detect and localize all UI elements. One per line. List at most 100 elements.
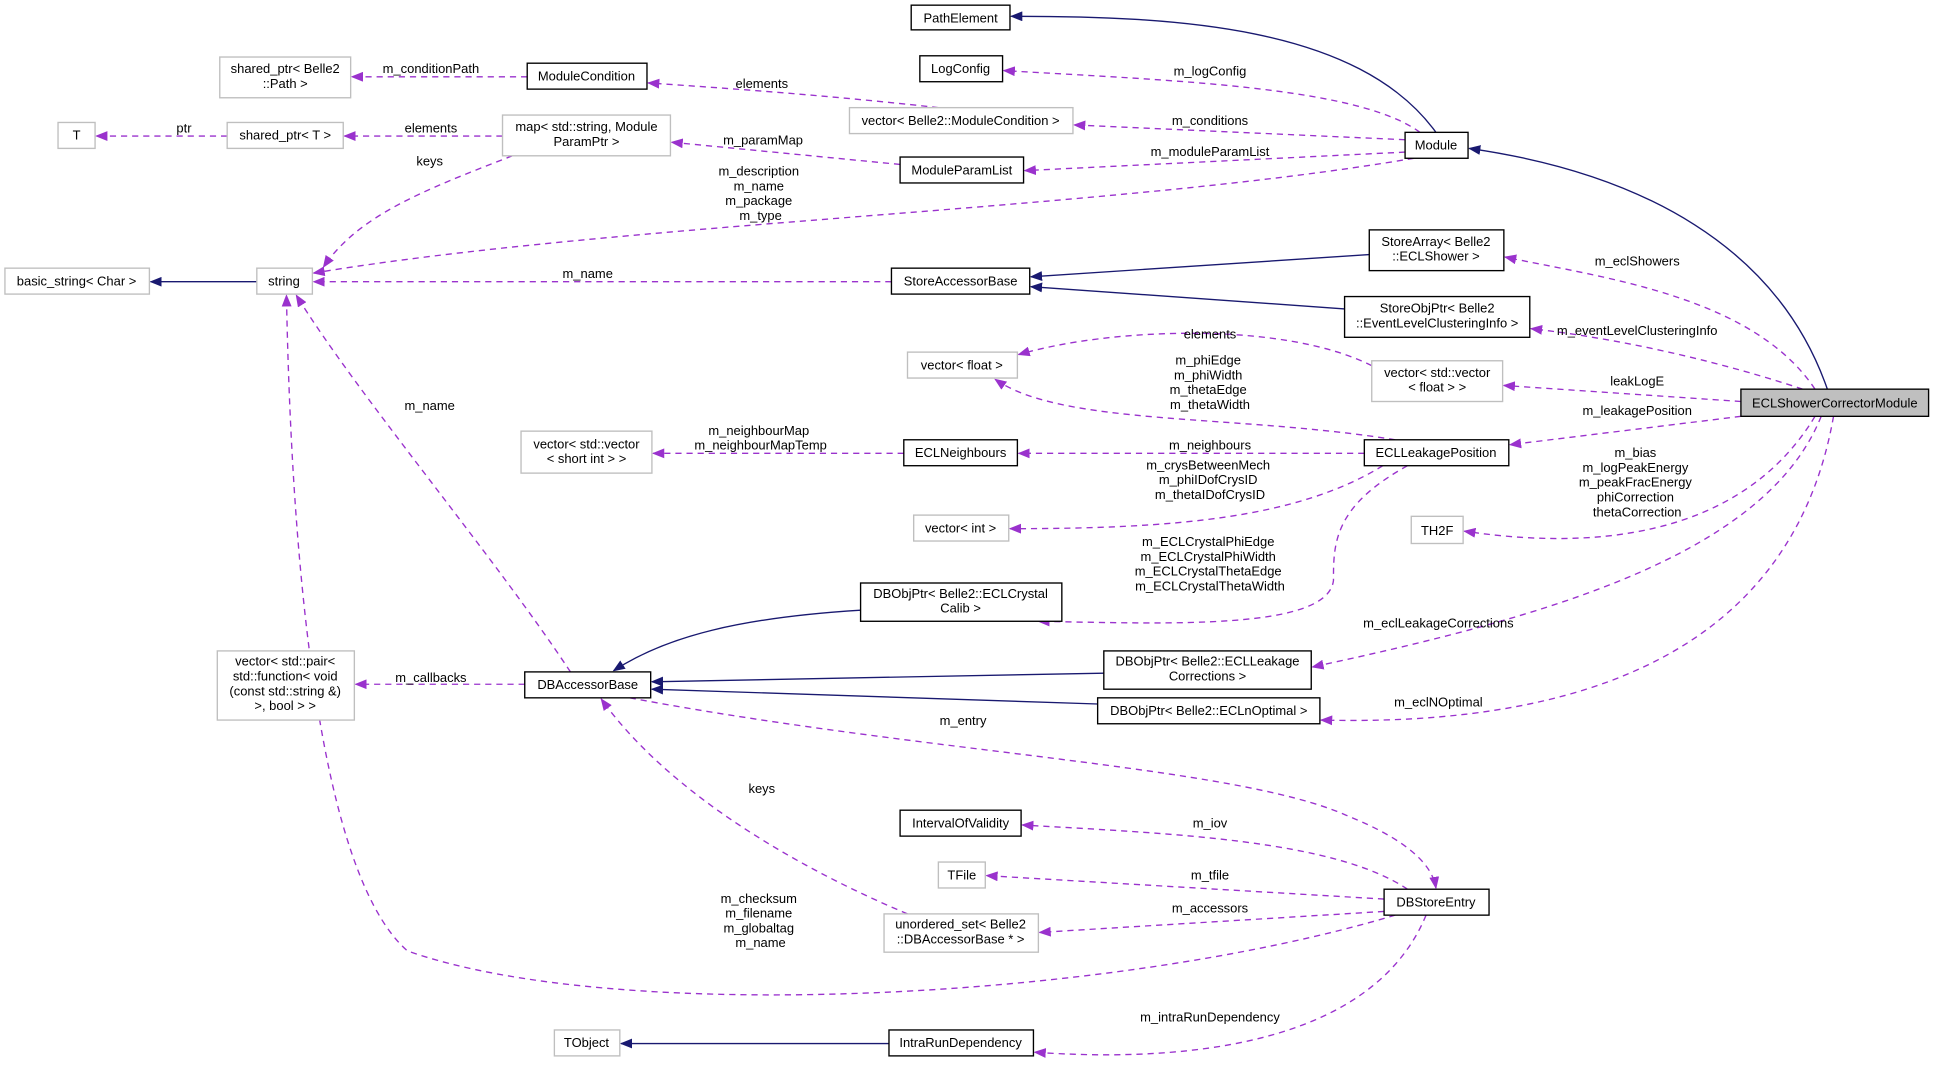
edge-label: m_bias m_logPeakEnergy m_peakFracEnergy …	[1579, 445, 1696, 519]
edge-label: m_paramMap	[723, 133, 803, 148]
edge-label: m_name	[404, 398, 454, 413]
edge-tfile	[985, 871, 1385, 900]
node-module-param-list[interactable]: ModuleParamList	[899, 156, 1025, 184]
svg-text:StoreAccessorBase: StoreAccessorBase	[904, 273, 1018, 288]
node-vector-module-condition[interactable]: vector< Belle2::ModuleCondition >	[848, 106, 1074, 135]
svg-text:vector< float >: vector< float >	[921, 357, 1003, 372]
node-unordered-set[interactable]: unordered_set< Belle2::DBAccessorBase * …	[883, 913, 1040, 953]
edge-module-param-list	[1023, 151, 1406, 176]
svg-text:TH2F: TH2F	[1421, 523, 1453, 538]
svg-text:StoreArray< Belle2::ECLShower: StoreArray< Belle2::ECLShower >	[1381, 234, 1490, 264]
svg-text:ModuleParamList: ModuleParamList	[911, 162, 1012, 177]
edge-leakage-position	[1508, 415, 1742, 449]
node-log-config[interactable]: LogConfig	[919, 55, 1004, 83]
node-path-element[interactable]: PathElement	[910, 4, 1011, 31]
edge-iov	[1021, 820, 1408, 890]
nodes: PathElement LogConfig ModuleCondition sh…	[4, 4, 1930, 1057]
node-interval-of-validity[interactable]: IntervalOfValidity	[899, 809, 1022, 837]
inheritance-edges	[149, 11, 1828, 1049]
edge-set-keys	[600, 698, 908, 915]
svg-text:ECLNeighbours: ECLNeighbours	[915, 445, 1007, 460]
node-vector-pair[interactable]: vector< std::pair<std::function< void(co…	[216, 650, 356, 721]
node-vector-int[interactable]: vector< int >	[912, 514, 1010, 542]
node-string[interactable]: string	[256, 267, 314, 295]
node-db-accessor-base[interactable]: DBAccessorBase	[524, 671, 652, 699]
svg-text:ECLShowerCorrectorModule: ECLShowerCorrectorModule	[1752, 396, 1918, 411]
node-shared-ptr-t[interactable]: shared_ptr< T >	[226, 121, 344, 150]
svg-text:vector< int >: vector< int >	[925, 520, 996, 535]
edge-label: ptr	[176, 120, 192, 135]
edge-leak-vectors	[994, 378, 1396, 441]
edge-th2f	[1463, 415, 1816, 540]
edge-label: m_accessors	[1172, 901, 1249, 916]
svg-text:unordered_set< Belle2::DBAcces: unordered_set< Belle2::DBAccessorBase * …	[895, 917, 1026, 947]
node-store-array[interactable]: StoreArray< Belle2::ECLShower >	[1368, 229, 1505, 272]
edge-label: m_eventLevelClusteringInfo	[1557, 323, 1718, 338]
edge-leakage-dbaccessor	[650, 672, 1104, 687]
node-shared-ptr-path[interactable]: shared_ptr< Belle2::Path >	[219, 56, 352, 99]
svg-text:vector< Belle2::ModuleConditio: vector< Belle2::ModuleCondition >	[862, 113, 1060, 128]
node-store-obj-ptr[interactable]: StoreObjPtr< Belle2::EventLevelClusterin…	[1343, 295, 1531, 338]
edge-label: m_checksum m_filename m_globaltag m_name	[721, 891, 801, 950]
node-dbobjptr-noptimal[interactable]: DBObjPtr< Belle2::ECLnOptimal >	[1096, 697, 1321, 725]
edge-label: m_iov	[1193, 815, 1228, 830]
node-t[interactable]: T	[57, 121, 96, 150]
edge-log-config	[1002, 66, 1421, 133]
svg-text:LogConfig: LogConfig	[931, 61, 990, 76]
node-module[interactable]: Module	[1404, 131, 1469, 159]
svg-text:vector< std::vector< float > >: vector< std::vector< float > >	[1384, 365, 1491, 395]
edge-crystalcalib-dbaccessor	[612, 609, 861, 672]
node-module-condition[interactable]: ModuleCondition	[526, 62, 648, 90]
edge-label: m_eclLeakageCorrections	[1363, 615, 1514, 630]
node-store-accessor-base[interactable]: StoreAccessorBase	[890, 267, 1031, 295]
edge-label: m_ECLCrystalPhiEdge m_ECLCrystalPhiWidth…	[1135, 534, 1285, 593]
svg-text:TObject: TObject	[564, 1035, 610, 1050]
edge-noptimal-dbaccessor	[650, 684, 1098, 705]
node-tfile[interactable]: TFile	[937, 861, 986, 889]
svg-text:shared_ptr< T >: shared_ptr< T >	[239, 128, 331, 143]
svg-text:basic_string< Char >: basic_string< Char >	[17, 273, 137, 288]
node-tobject[interactable]: TObject	[553, 1029, 621, 1057]
edge-label: m_logConfig	[1174, 64, 1247, 79]
node-ecl-shower-corrector-module[interactable]: ECLShowerCorrectorModule	[1740, 388, 1930, 418]
node-intra-run-dependency[interactable]: IntraRunDependency	[888, 1029, 1035, 1057]
node-th2f[interactable]: TH2F	[1410, 515, 1464, 545]
svg-text:string: string	[268, 273, 300, 288]
edge-db-name	[295, 294, 571, 673]
svg-text:TFile: TFile	[947, 867, 976, 882]
edge-crys-ids	[1008, 465, 1384, 534]
node-vector-vector-float[interactable]: vector< std::vector< float > >	[1371, 360, 1504, 403]
svg-text:IntraRunDependency: IntraRunDependency	[899, 1035, 1022, 1050]
node-vector-vector-short[interactable]: vector< std::vector< short int > >	[520, 430, 653, 474]
node-basic-string[interactable]: basic_string< Char >	[4, 267, 151, 295]
edge-label: m_neighbourMap m_neighbourMapTemp	[694, 423, 826, 453]
edge-label: m_conditionPath	[383, 61, 480, 76]
node-db-store-entry[interactable]: DBStoreEntry	[1383, 888, 1490, 916]
edge-entry	[629, 697, 1440, 890]
edge-label: m_moduleParamList	[1151, 144, 1270, 159]
svg-text:PathElement: PathElement	[924, 10, 999, 25]
svg-text:T: T	[73, 128, 81, 143]
node-ecl-leakage-position[interactable]: ECLLeakagePosition	[1363, 439, 1510, 467]
edge-label: keys	[748, 781, 775, 796]
svg-text:ECLLeakagePosition: ECLLeakagePosition	[1375, 445, 1496, 460]
edge-label: m_leakagePosition	[1582, 403, 1691, 418]
edge-corrector-module	[1468, 145, 1828, 390]
edge-map-keys	[322, 155, 513, 268]
edge-label: elements	[405, 120, 458, 135]
edge-label: keys	[416, 154, 443, 169]
svg-text:DBStoreEntry: DBStoreEntry	[1396, 894, 1476, 909]
svg-text:DBAccessorBase: DBAccessorBase	[537, 677, 638, 692]
node-ecl-neighbours[interactable]: ECLNeighbours	[903, 439, 1019, 467]
edge-accessors	[1038, 910, 1385, 937]
edge-intra-run	[1033, 914, 1427, 1058]
edge-vecvec-elements	[1017, 332, 1373, 367]
node-vector-float[interactable]: vector< float >	[906, 351, 1019, 379]
edge-labels: m_conditionPath ptr elements keys elemen…	[176, 61, 1717, 1024]
